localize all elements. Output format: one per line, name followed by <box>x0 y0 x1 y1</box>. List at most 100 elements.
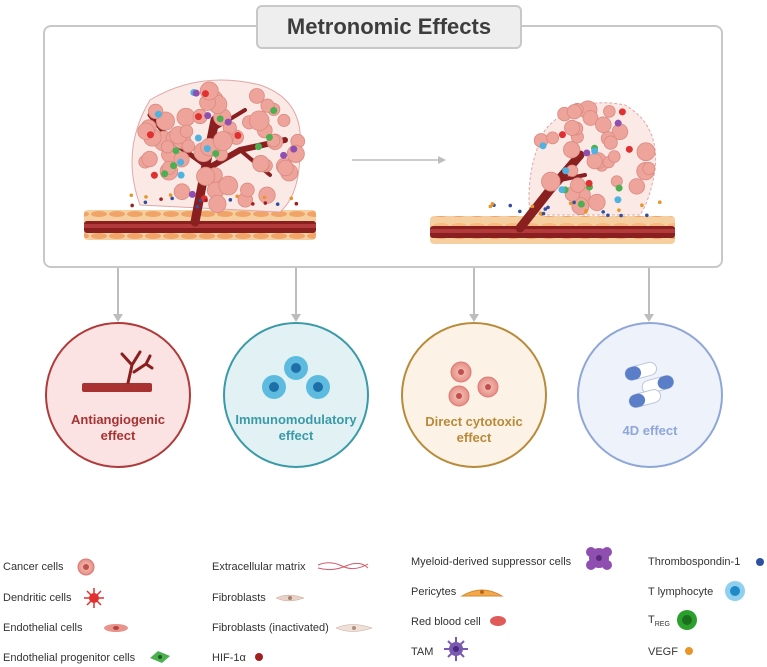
fibroblast-icon <box>275 594 305 602</box>
vegf-dot <box>568 201 573 206</box>
cancer-cell <box>249 110 270 131</box>
legend-vegf: VEGF <box>648 646 678 658</box>
left-tissue <box>84 210 316 240</box>
progenitor-cell-icon <box>150 651 170 663</box>
cancer-cell <box>603 105 616 118</box>
green-cell <box>265 133 273 141</box>
cancer-cell <box>608 150 621 163</box>
thrombospondin-dot <box>645 213 649 218</box>
cancer-cell <box>252 155 270 173</box>
cancer-cells-icon <box>448 361 499 407</box>
fibroblast-inactivated-icon <box>335 624 373 632</box>
thrombospondin-dot <box>543 207 548 211</box>
t-lymphocyte <box>203 145 211 153</box>
cancer-cell <box>570 177 586 193</box>
hif-1a-icon <box>255 653 263 661</box>
4d-effect-label: 4D effect <box>575 423 725 439</box>
dendritic-cell <box>146 131 154 139</box>
thrombospondin-dot <box>170 196 174 201</box>
treg-label: T <box>648 614 655 626</box>
cancer-cell <box>595 116 612 134</box>
t-lymphocyte <box>558 186 566 194</box>
cancer-cell <box>218 175 239 196</box>
cancer-cell <box>546 131 560 145</box>
hif-dot <box>159 197 163 201</box>
vegf-dot <box>289 196 294 201</box>
green-cell <box>172 147 180 155</box>
immune-cells-icon <box>262 356 330 399</box>
t-lymphocyte <box>194 134 202 142</box>
t-lymphocyte <box>614 196 622 204</box>
cancer-cell <box>179 124 194 139</box>
vegf-dot <box>144 195 148 199</box>
vegf-dot <box>129 193 134 198</box>
direct-cytotoxic-effect-circle <box>401 322 547 468</box>
antiangiogenic-effect-circle <box>45 322 191 468</box>
t-lymphocyte <box>177 158 185 166</box>
thrombospondin-dot <box>508 203 513 208</box>
vegf-dot <box>530 204 535 209</box>
cancer-cell <box>582 110 599 126</box>
mdsc-cell <box>583 149 591 157</box>
immunomodulatory-label: Immunomodulatory effect <box>221 412 371 444</box>
legend-fibroblasts: Fibroblasts <box>212 592 266 604</box>
thrombospondin-dot <box>518 209 522 214</box>
cancer-cell <box>564 119 581 136</box>
mdsc-cell <box>290 145 298 153</box>
legend-tam: TAM <box>411 646 434 658</box>
dendritic-cell <box>618 108 626 116</box>
vegf-dot <box>584 210 588 214</box>
tam-icon <box>444 637 468 661</box>
cancer-cell <box>541 171 561 192</box>
thrombospondin-dot <box>541 211 546 216</box>
arrow-head <box>644 314 654 322</box>
thrombospondin-dot <box>619 213 623 218</box>
legend-endothelial-cells: Endothelial cells <box>3 622 83 634</box>
dendritic-cell <box>201 90 209 98</box>
dendritic-cell <box>558 131 566 139</box>
legend-endothelial-progenitor-cells: Endothelial progenitor cells <box>3 652 136 664</box>
label-line: Antiangiogenic <box>71 412 165 427</box>
legend-hif-1a: HIF-1α <box>212 652 246 664</box>
label-line: effect <box>456 430 492 445</box>
ecm-icon <box>317 562 369 570</box>
immunomodulatory-effect-circle <box>223 322 369 468</box>
vegf-dot <box>538 211 543 215</box>
cancer-cell <box>277 159 294 177</box>
cancer-cell <box>212 131 233 151</box>
ecm-icon <box>317 562 369 571</box>
arrow-head <box>291 314 301 322</box>
cancer-cell <box>277 113 291 127</box>
thrombospondin-dot <box>143 200 148 205</box>
t-lymphocyte <box>591 147 599 155</box>
treg-icon <box>677 610 697 630</box>
vegf-dot <box>490 202 495 206</box>
arrow-head <box>113 314 123 322</box>
label-line: 4D effect <box>622 423 678 438</box>
tumor-cells <box>129 81 662 218</box>
thrombospondin-dot <box>198 198 203 203</box>
legend-mdsc: Myeloid-derived suppressor cells <box>411 556 572 568</box>
antiangiogenic-label: Antiangiogenic effect <box>43 412 193 444</box>
thrombospondin-icon <box>756 558 764 566</box>
label-line: Direct cytotoxic <box>425 414 523 429</box>
dendritic-cell <box>234 131 242 139</box>
thrombospondin-dot <box>572 200 576 205</box>
vegf-dot <box>657 200 662 204</box>
dendritic-cell-icon <box>84 588 104 608</box>
t-lymphocyte <box>177 171 185 179</box>
legend-pericytes: Pericytes <box>411 586 457 598</box>
cancer-cell <box>181 139 195 153</box>
legend-extracellular-matrix: Extracellular matrix <box>212 561 306 573</box>
thrombospondin-dot <box>601 210 605 214</box>
thrombospondin-dot <box>606 213 610 218</box>
legend-dendritic-cells: Dendritic cells <box>3 592 72 604</box>
mdsc-cell <box>224 118 232 126</box>
cancer-cell <box>566 104 582 120</box>
cancer-cell <box>249 88 265 104</box>
vegf-dot <box>262 195 267 200</box>
hif-dot <box>294 201 299 206</box>
